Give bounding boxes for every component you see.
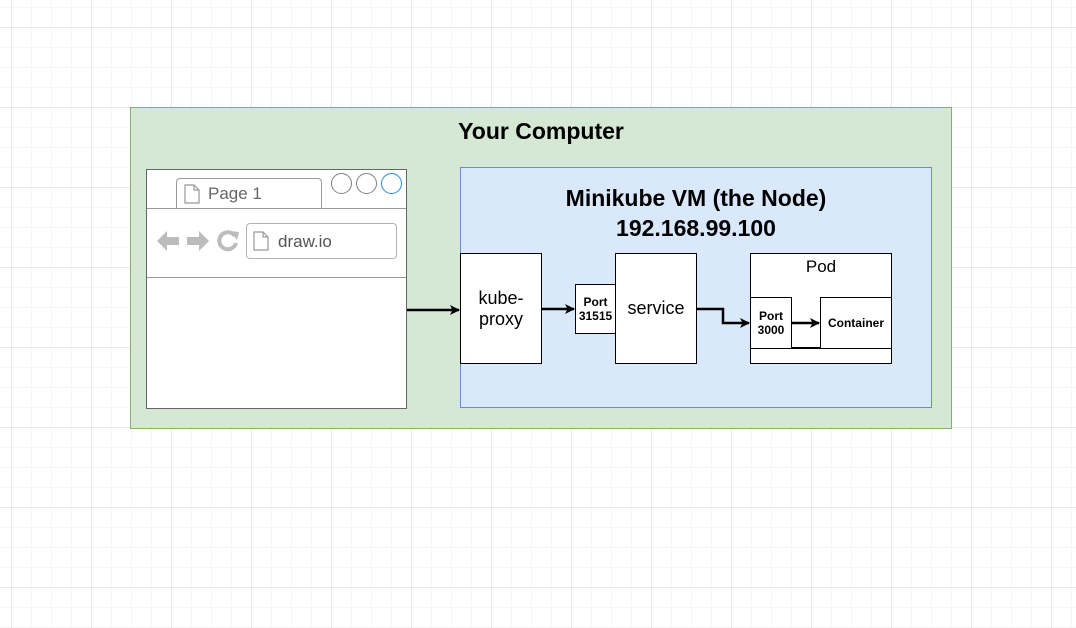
pod-label: Pod — [805, 257, 837, 276]
window-button-icon[interactable] — [381, 173, 402, 194]
url-text: draw.io — [278, 232, 332, 251]
computer-title: Your Computer — [458, 118, 624, 144]
service-port-label-line2: 31515 — [578, 309, 613, 323]
window-button-icon[interactable] — [331, 173, 352, 194]
kube-proxy-label-line2: proxy — [478, 308, 523, 329]
container-label: Container — [827, 316, 884, 330]
window-button-icon[interactable] — [356, 173, 377, 194]
node-title: Minikube VM (the Node) 192.168.99.100 — [460, 183, 932, 243]
browser-tab[interactable] — [176, 178, 322, 209]
page-icon — [184, 184, 200, 204]
kube-proxy-label-line1: kube- — [478, 287, 524, 308]
node-name: Minikube VM (the Node) — [565, 185, 827, 211]
tab-label: Page 1 — [208, 184, 262, 203]
pod-port-label-line2: 3000 — [757, 323, 785, 337]
browser-toolbar-divider — [147, 277, 406, 278]
page-icon — [253, 231, 269, 251]
pod-port-box[interactable]: Port 3000 — [750, 297, 792, 349]
node-ip: 192.168.99.100 — [616, 215, 776, 241]
service-port-label-line1: Port — [583, 295, 608, 309]
kube-proxy-box[interactable]: kube- proxy — [460, 253, 542, 364]
container-box[interactable]: Container — [820, 297, 892, 349]
service-port-box[interactable]: Port 31515 — [575, 284, 616, 334]
service-box[interactable]: service — [615, 253, 697, 364]
pod-port-label-line1: Port — [758, 309, 783, 323]
browser-tabbar-divider — [147, 208, 406, 209]
browser-window — [146, 169, 407, 409]
service-label: service — [627, 298, 685, 318]
forward-arrow-icon[interactable] — [186, 229, 210, 253]
back-arrow-icon[interactable] — [156, 229, 180, 253]
reload-icon[interactable] — [216, 229, 240, 253]
url-bar[interactable] — [246, 223, 397, 259]
